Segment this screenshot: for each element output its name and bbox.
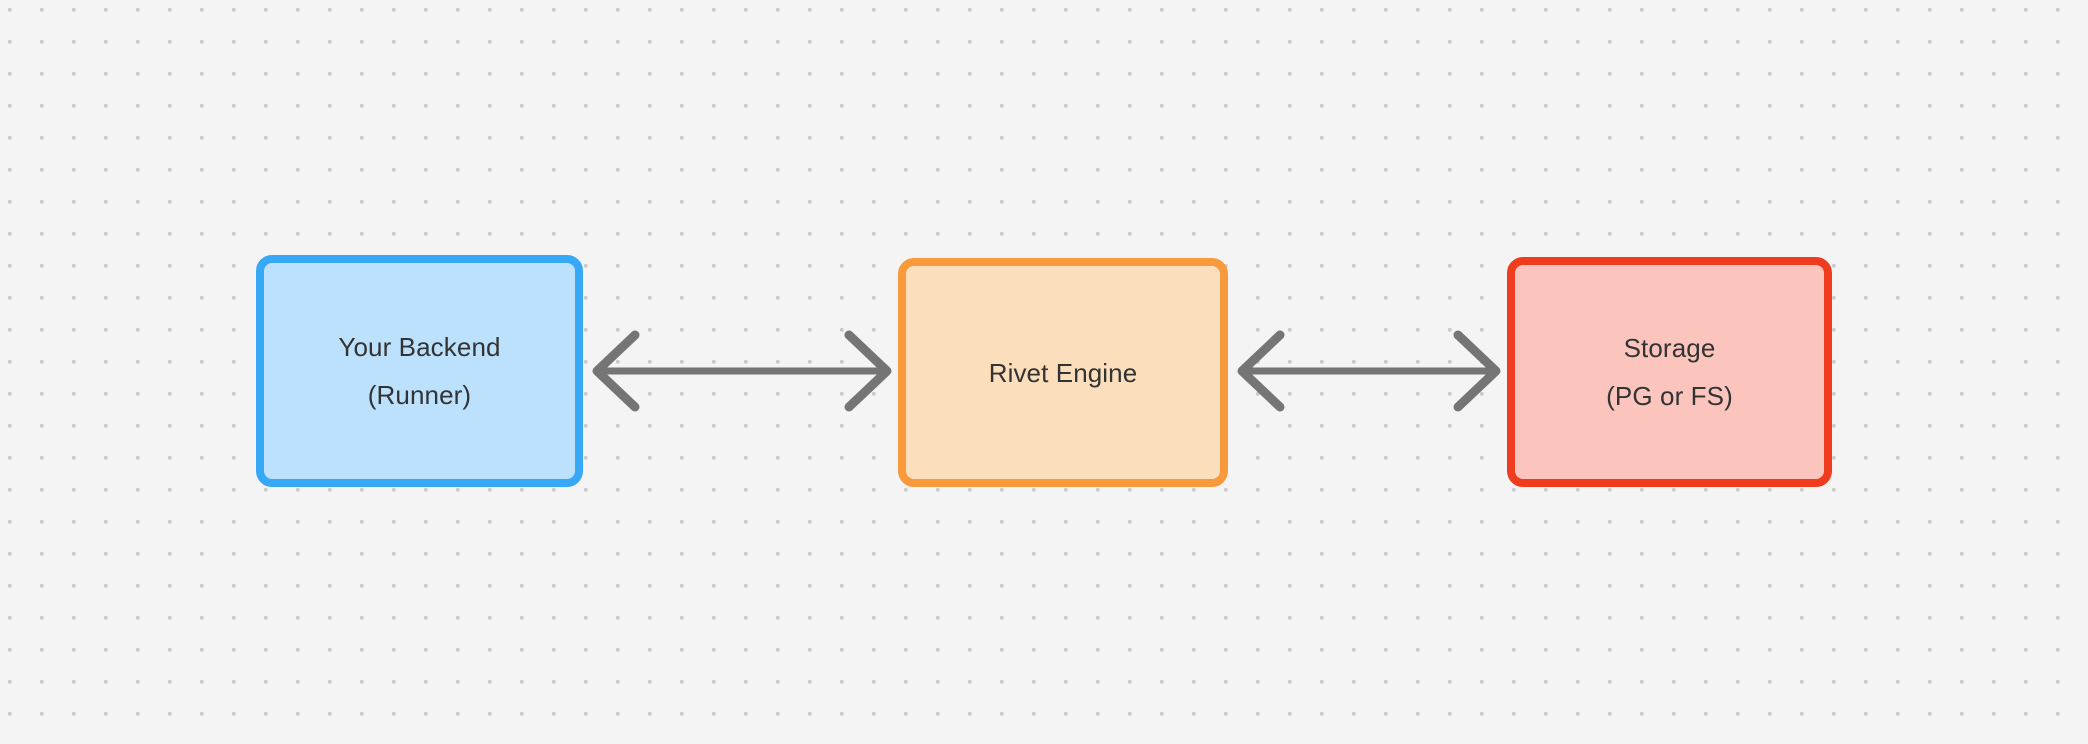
arrowhead-left-icon bbox=[592, 330, 640, 412]
node-storage[interactable]: Storage (PG or FS) bbox=[1507, 257, 1832, 487]
node-storage-label-line2: (PG or FS) bbox=[1606, 381, 1733, 411]
node-rivet-engine-label-line1: Rivet Engine bbox=[988, 357, 1138, 388]
edge-backend-engine-arrow bbox=[592, 330, 892, 412]
arrowhead-right-icon bbox=[844, 330, 892, 412]
edge-engine-storage-arrow bbox=[1237, 330, 1501, 412]
node-rivet-engine[interactable]: Rivet Engine bbox=[898, 258, 1228, 487]
node-storage-label-line1: Storage bbox=[1623, 333, 1716, 363]
node-your-backend-label-line2: (Runner) bbox=[367, 380, 472, 410]
edge-backend-engine[interactable] bbox=[589, 329, 895, 413]
edge-engine-storage[interactable] bbox=[1234, 329, 1504, 413]
arrowhead-right-icon bbox=[1453, 330, 1501, 412]
arrowhead-left-icon bbox=[1237, 330, 1285, 412]
node-your-backend-label-line1: Your Backend bbox=[338, 332, 501, 362]
node-your-backend[interactable]: Your Backend (Runner) bbox=[256, 255, 583, 487]
